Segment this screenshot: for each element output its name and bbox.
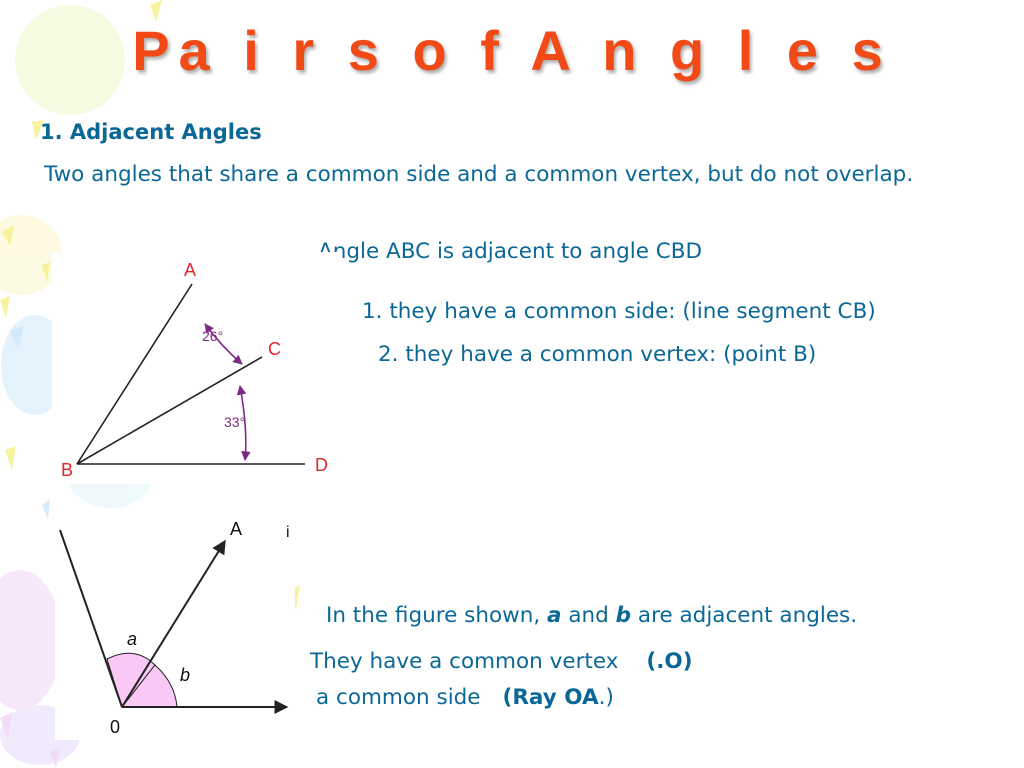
figure-adjacent-angles-ab: A 0 a b i (55, 515, 295, 740)
statement-prefix: In the figure shown, (326, 603, 548, 628)
confetti-shape (0, 296, 10, 318)
angle-33-arc (236, 385, 251, 461)
common-vertex-point: 2. they have a common vertex: (point B) (378, 342, 817, 367)
common-side-value: (Ray OA (502, 685, 599, 710)
common-side-statement: a common side (Ray OA.) (316, 682, 614, 714)
abc-statement: Angle ABC is adjacent to angle CBD (318, 239, 703, 264)
balloon-shape (0, 570, 62, 710)
slide-title: Pa i r s o f A n g l e s (132, 19, 892, 82)
common-vertex-value: (.O) (646, 649, 693, 674)
vertex-o-label: 0 (110, 717, 120, 737)
point-d-label: D (315, 455, 328, 475)
confetti-shape (32, 120, 44, 140)
common-vertex-statement: They have a common vertex (.O) (310, 646, 693, 678)
angle-a-word: a (547, 603, 562, 628)
confetti-shape (2, 225, 14, 246)
common-vertex-text: They have a common vertex (310, 649, 619, 674)
confetti-shape (150, 0, 162, 22)
ray-ba (76, 283, 193, 465)
statement-suffix: are adjacent angles. (631, 603, 858, 628)
angle-26-arc (204, 323, 243, 365)
definition-text: Two angles that share a common side and … (44, 162, 914, 187)
confetti-shape (5, 446, 16, 470)
angle-a-label: a (127, 629, 137, 649)
cropped-edge-label: i (286, 524, 290, 541)
point-a-label: A (184, 260, 196, 280)
confetti-shape (42, 500, 50, 520)
angle-b-label: b (180, 665, 190, 685)
section-heading: 1. Adjacent Angles (40, 120, 262, 144)
common-side-point: 1. they have a common side: (line segmen… (362, 299, 876, 324)
point-a-label: A (230, 519, 242, 539)
confetti-shape (0, 712, 12, 738)
ray-oa (121, 539, 226, 708)
point-c-label: C (268, 339, 281, 359)
ray-bc (76, 356, 263, 465)
common-side-end: .) (598, 685, 614, 710)
left-ray (59, 529, 123, 708)
statement-and: and (561, 603, 616, 628)
point-b-label: B (61, 460, 73, 480)
confetti-shape (50, 748, 60, 768)
angle-b-word: b (615, 603, 632, 628)
angle-26-label: 26° (202, 328, 223, 344)
figure-angle-abc-cbd: 26° 33° A B C D (52, 252, 342, 484)
common-side-text: a common side (316, 685, 481, 710)
angle-33-label: 33° (224, 414, 245, 430)
confetti-shape (10, 326, 24, 350)
confetti-shape (42, 262, 50, 282)
balloon-shape (15, 5, 125, 115)
adjacent-statement: In the figure shown, a and b are adjacen… (326, 600, 857, 632)
